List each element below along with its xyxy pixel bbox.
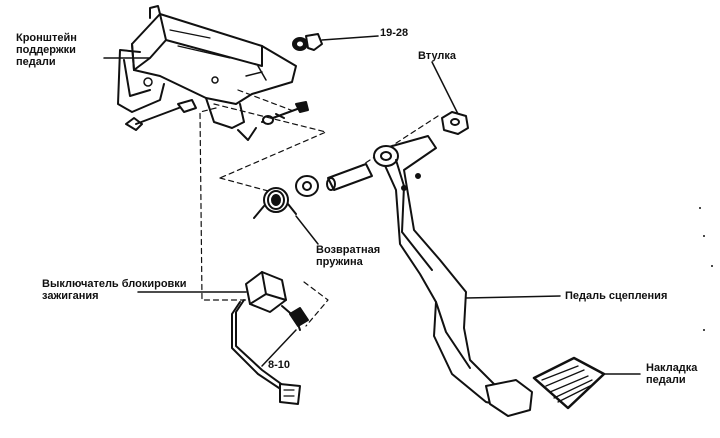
pivot-sleeve (295, 163, 373, 197)
label-return-spring-line-1: Возвратная (316, 244, 381, 256)
label-bracket-line-3: педали (16, 56, 56, 68)
nut-washer-19-28 (292, 33, 323, 51)
label-torque-top: 19-28 (380, 27, 409, 39)
label-bracket-line-2: поддержки (16, 44, 76, 56)
label-clutch-pedal: Педаль сцепления (565, 290, 668, 302)
label-return-spring: Возвратная пружина (316, 244, 380, 268)
bracket-bolt (125, 99, 197, 131)
label-bushing: Втулка (418, 50, 457, 62)
label-return-spring-line-2: пружина (316, 256, 363, 268)
pedal-pad (532, 356, 606, 410)
bushing (441, 111, 469, 135)
scan-speckles (699, 207, 713, 331)
clutch-pedal-arm (373, 135, 533, 417)
label-torque-bottom: 8-10 (268, 359, 291, 371)
return-spring (253, 187, 297, 219)
label-ignition-line-1: Выключатель блокировки (42, 278, 187, 290)
label-bracket-line-1: Кронштейн (16, 32, 77, 44)
label-pedal-pad: Накладка педали (646, 362, 697, 386)
label-pedal-pad-line-2: педали (646, 374, 686, 386)
ignition-lock-switch (231, 271, 309, 405)
label-ignition-lock-switch: Выключатель блокировки зажигания (42, 278, 187, 302)
label-pedal-pad-line-1: Накладка (646, 362, 698, 374)
label-pedal-support-bracket: Кронштейн поддержки педали (16, 32, 77, 68)
label-ignition-line-2: зажигания (42, 290, 99, 302)
pedal-support-bracket (117, 5, 297, 141)
pivot-bolt (261, 101, 309, 125)
